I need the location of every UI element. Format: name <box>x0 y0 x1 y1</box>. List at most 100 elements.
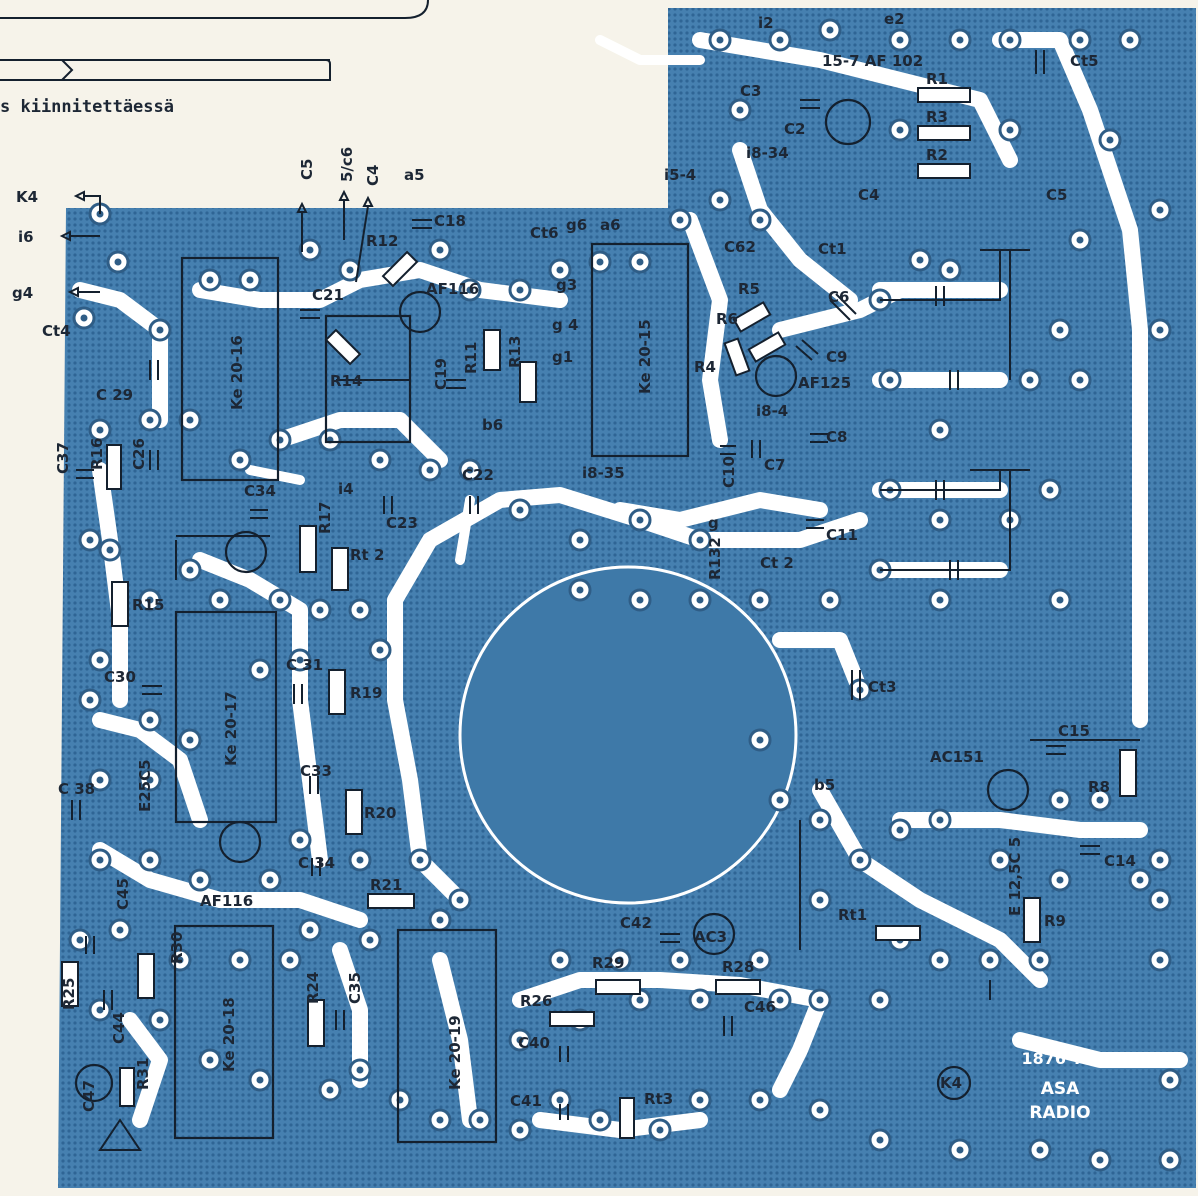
resistor-r24 <box>307 999 325 1047</box>
label-c47: C47 <box>80 1080 98 1112</box>
solder-pad-hole <box>356 856 364 864</box>
label-af116-top: AF116 <box>426 280 479 298</box>
solder-pad-hole <box>616 956 624 964</box>
label-r2: R2 <box>926 146 948 164</box>
solder-pad-hole <box>436 246 444 254</box>
solder-pad-hole <box>1056 326 1064 334</box>
brand-line-1: 1876 TM <box>1022 1049 1099 1068</box>
top-note-text: s kiinnitettäessä <box>0 97 174 117</box>
label-r19: R19 <box>350 684 382 702</box>
solder-pad-hole <box>946 266 954 274</box>
label-c40: C40 <box>518 1034 550 1052</box>
label-r11: R11 <box>462 342 480 374</box>
solder-pad-hole <box>116 926 124 934</box>
label-r17: R17 <box>316 502 334 534</box>
label-r16: R16 <box>88 438 106 470</box>
resistor-r13 <box>519 361 537 403</box>
solder-pad-hole <box>1166 1076 1174 1084</box>
label-g-small: g <box>708 514 719 532</box>
solder-pad-hole <box>1156 206 1164 214</box>
label-c62: C62 <box>724 238 756 256</box>
label-c5-out: C5 <box>298 159 316 180</box>
label-c2: C2 <box>784 120 805 138</box>
solder-pad-hole <box>656 1126 664 1134</box>
solder-pad-hole <box>596 1116 604 1124</box>
label-af102: 15-7 AF 102 <box>822 52 923 70</box>
resistor-r5 <box>732 301 772 333</box>
solder-pad-hole <box>266 876 274 884</box>
solder-pad-hole <box>146 416 154 424</box>
solder-pad-hole <box>816 896 824 904</box>
solder-pad-hole <box>1006 126 1014 134</box>
solder-pad-hole <box>816 816 824 824</box>
solder-pad-hole <box>256 1076 264 1084</box>
label-b5: b5 <box>814 776 835 794</box>
label-ct1: Ct1 <box>818 240 847 258</box>
label-i834: i8-34 <box>746 144 789 162</box>
label-i6-out: i6 <box>18 228 34 246</box>
label-c30: C30 <box>104 668 136 686</box>
label-r8: R8 <box>1088 778 1110 796</box>
brand-line-2: ASA <box>1041 1079 1080 1099</box>
solder-pad-hole <box>756 1096 764 1104</box>
solder-pad-hole <box>1056 796 1064 804</box>
solder-pad-hole <box>816 996 824 1004</box>
solder-pad-hole <box>876 996 884 1004</box>
solder-pad-hole <box>356 1066 364 1074</box>
label-r15: R15 <box>132 596 164 614</box>
transformer-ke2016 <box>180 256 280 482</box>
solder-pad-hole <box>756 216 764 224</box>
label-ke2018: Ke 20-18 <box>220 997 238 1072</box>
solder-pad-hole <box>436 1116 444 1124</box>
label-g3: g3 <box>556 276 577 294</box>
label-ac151: AC151 <box>930 748 984 766</box>
solder-pad-hole <box>236 956 244 964</box>
solder-pad-hole <box>316 606 324 614</box>
solder-pad-hole <box>936 426 944 434</box>
label-r3: R3 <box>926 108 948 126</box>
label-k4-bottom: K4 <box>940 1074 962 1092</box>
label-ct4: Ct4 <box>42 322 71 340</box>
solder-pad-hole <box>216 596 224 604</box>
solder-pad-hole <box>80 314 88 322</box>
solder-pad-hole <box>156 1016 164 1024</box>
label-c11: C11 <box>826 526 858 544</box>
label-rt3: Rt3 <box>644 1090 673 1108</box>
solder-pad-hole <box>576 536 584 544</box>
solder-pad-hole <box>776 996 784 1004</box>
solder-pad-hole <box>1076 36 1084 44</box>
label-r25: R25 <box>60 978 78 1010</box>
resistor-r21 <box>367 893 415 909</box>
solder-pad-hole <box>466 466 474 474</box>
label-c21: C21 <box>312 286 344 304</box>
label-c34b: C 34 <box>298 854 335 872</box>
label-e2: e2 <box>884 10 905 28</box>
solder-pad-hole <box>636 596 644 604</box>
solder-pad-hole <box>1156 856 1164 864</box>
label-c7: C7 <box>764 456 785 474</box>
label-r29: R29 <box>592 954 624 972</box>
solder-pad-hole <box>756 736 764 744</box>
solder-pad-hole <box>856 856 864 864</box>
solder-pad-hole <box>1056 596 1064 604</box>
resistor-r16 <box>106 444 122 490</box>
component-labels: K4 i6 g4 C5 5/c6 C4 a5 Ct4 C 29 C37 R16 … <box>12 10 1136 1123</box>
solder-pad-hole <box>1126 36 1134 44</box>
label-a6: a6 <box>600 216 621 234</box>
brand-line-3: RADIO <box>1029 1103 1090 1123</box>
label-c6-out: 5/c6 <box>338 147 356 182</box>
solder-pad-hole <box>296 836 304 844</box>
label-r20: R20 <box>364 804 396 822</box>
solder-pad-hole <box>516 1036 524 1044</box>
label-a5: a5 <box>404 166 425 184</box>
resistor-r9 <box>1023 897 1041 943</box>
label-k4-out: K4 <box>16 188 38 206</box>
solder-pad-hole <box>256 666 264 674</box>
solder-pad-hole <box>1076 236 1084 244</box>
solder-pad-hole <box>556 956 564 964</box>
label-c33: C33 <box>300 762 332 780</box>
label-r132: R132 <box>706 537 724 580</box>
solder-pad-hole <box>516 506 524 514</box>
solder-pad-hole <box>876 1136 884 1144</box>
label-r9: R9 <box>1044 912 1066 930</box>
